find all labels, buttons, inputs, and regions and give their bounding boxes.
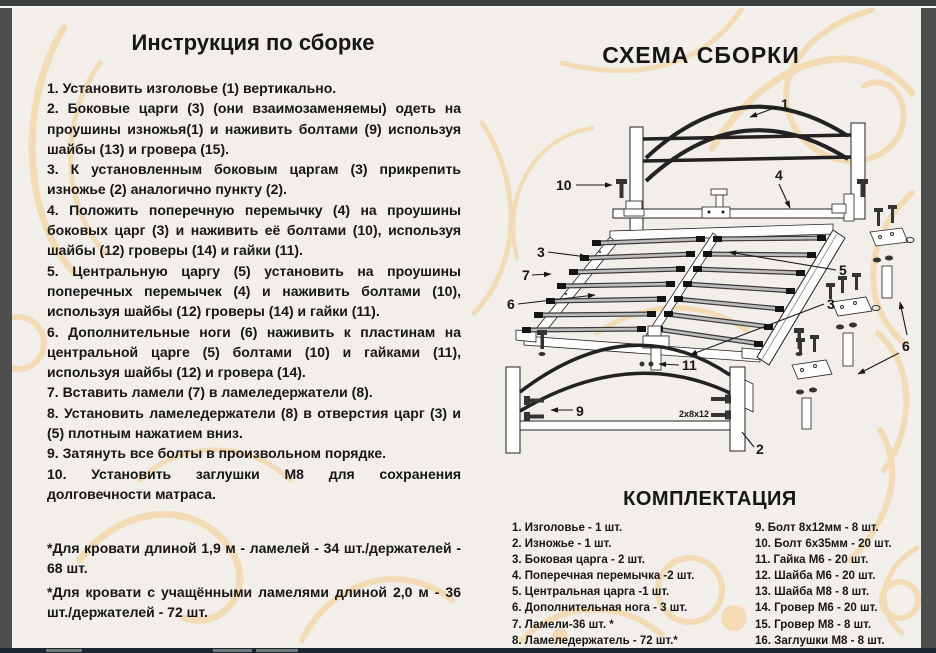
footnote: *Для кровати длиной 1,9 м - ламелей - 34… [47,540,461,577]
instruction-step: 7. Вставить ламели (7) в ламеледержатели… [47,384,373,401]
bottom-bar-segment [256,649,298,652]
callout-6a: 6 [507,296,515,312]
parts-list-title: КОМПЛЕКТАЦИЯ [623,488,797,510]
parts-list-column-2: 9. Болт 8х12мм - 8 шт. 10. Болт 6х35мм -… [755,520,921,648]
instruction-step: 5. Центральную царгу (5) установить на п… [47,262,461,320]
instruction-step: 9. Затянуть все болты в произвольном пор… [47,445,387,462]
assembly-scheme-title: СХЕМА СБОРКИ [602,42,800,68]
callout-3b: 3 [827,296,835,312]
lamel-slats [522,235,826,347]
callout-11: 11 [682,357,697,373]
part-item: 13. Шайба М8 - 8 шт. [755,586,870,599]
callout-4: 4 [775,167,783,183]
part-item: 16. Заглушки М8 - 8 шт. [755,634,885,647]
bolt-icons [616,179,868,198]
document-page: Инструкция по сборке 1. Установить изгол… [12,8,921,648]
part-item: 12. Шайба М6 - 20 шт. [755,570,876,583]
dimension-label: 2x8x12 [679,409,709,419]
instruction-steps: 1. Установить изголовье (1) вертикально.… [47,78,461,504]
callout-3a: 3 [537,244,545,260]
footboard-drawing [505,343,754,454]
part-item: 10. Болт 6х35мм - 20 шт. [755,538,892,551]
callout-1: 1 [781,96,789,112]
headboard-drawing [612,104,866,234]
callout-5: 5 [839,262,847,278]
bottom-bar-segment [213,649,252,652]
part-item: 11. Гайка М6 - 20 шт. [755,554,869,567]
callout-labels: 1 10 4 3 7 6 5 3 11 9 2 6 2x8x12 [507,96,910,457]
part-item: 4. Поперечная перемычка -2 шт. [512,570,695,583]
window-top-edge [0,0,936,6]
part-item: 8. Ламеледержатель - 72 шт.* [512,634,678,647]
callout-9: 9 [576,403,584,419]
footnote: *Для кровати с учащёнными ламелями длино… [47,583,461,620]
callout-lines [517,106,908,448]
part-item: 14. Гровер М6 - 20 шт. [755,602,878,615]
instruction-step: 6. Дополнительные ноги (6) наживить к пл… [47,323,461,381]
instruction-footnotes: *Для кровати длиной 1,9 м - ламелей - 34… [47,538,461,625]
part-item: 9. Болт 8х12мм - 8 шт. [755,522,879,534]
instruction-step: 3. К установленным боковым царгам (3) пр… [47,161,461,198]
leg-assembly-details [791,205,915,430]
footboard-bolts [524,394,731,421]
callout-7: 7 [522,267,530,283]
parts-list-column-1: 1. Изголовье - 1 шт. 2. Изножье - 1 шт. … [512,520,742,648]
bed-assembly-diagram: 1 10 4 3 7 6 5 3 11 9 2 6 2x8x12 [505,96,915,457]
instruction-step: 1. Установить изголовье (1) вертикально. [47,80,337,96]
part-item: 1. Изголовье - 1 шт. [512,522,623,534]
callout-6b: 6 [902,338,910,354]
side-rail-near [756,229,846,366]
part-item: 2. Изножье - 1 шт. [512,538,612,551]
instruction-step: 4. Положить поперечную перемычку (4) на … [47,201,461,259]
instruction-step: 10. Установить заглушки М8 для сохранени… [47,465,461,502]
part-item: 5. Центральная царга -1 шт. [512,586,670,599]
instruction-step: 2. Боковые царги (3) (они взаимозаменяем… [47,100,461,157]
part-item: 15. Гровер М8 - 8 шт. [755,618,872,631]
callout-10: 10 [556,177,572,193]
callout-2: 2 [756,441,764,457]
instructions-title: Инструкция по сборке [131,30,375,55]
part-item: 7. Ламели-36 шт. * [512,618,614,631]
part-item: 3. Боковая царга - 2 шт. [512,554,645,567]
part-item: 6. Дополнительная нога - 3 шт. [512,602,688,615]
window-bottom-edge [0,648,936,653]
instruction-step: 8. Установить ламеледержатели (8) в отве… [47,404,461,442]
bottom-bar-segment [46,649,82,652]
page-top-highlight [0,6,936,8]
